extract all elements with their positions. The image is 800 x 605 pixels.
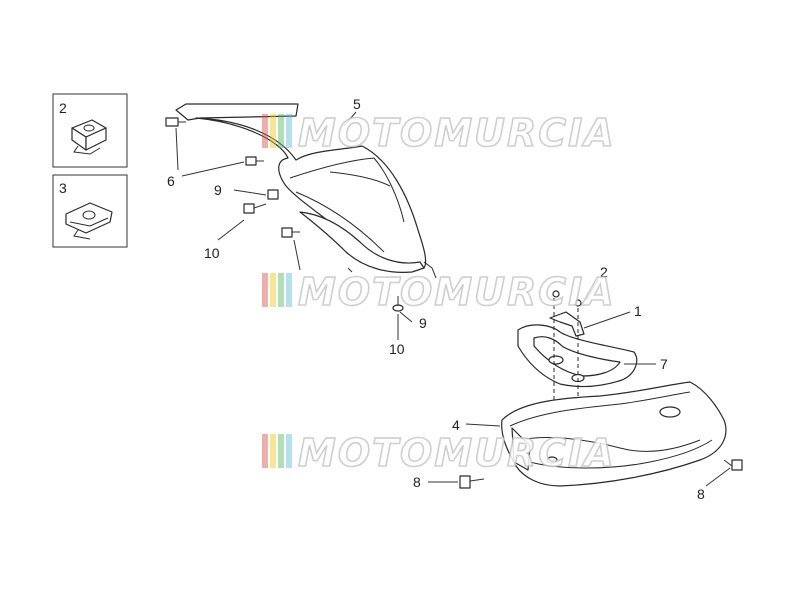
- clip-nut-icon: [65, 202, 113, 240]
- watermark-text: MOTOMURCIA: [298, 431, 616, 475]
- callout-5: 5: [353, 96, 361, 112]
- screw-6-top-icon: [165, 117, 186, 127]
- callout-10-upper: 10: [204, 245, 220, 261]
- callout-2: 2: [600, 264, 608, 280]
- screw-8-right-icon: [723, 459, 743, 471]
- callout-4: 4: [452, 417, 460, 433]
- watermark-text: MOTOMURCIA: [298, 111, 616, 155]
- shield-lower-lip: [299, 211, 425, 273]
- screw-lower-icon: [281, 227, 300, 238]
- watermark-text: MOTOMURCIA: [298, 270, 616, 314]
- bracket-1: [549, 311, 585, 337]
- inset-label-3: 3: [59, 180, 67, 196]
- screw-6-mid-icon: [245, 156, 264, 166]
- callout-10-lower: 10: [389, 341, 405, 357]
- callout-6: 6: [167, 173, 175, 189]
- nut-right-icon: [574, 299, 582, 307]
- callout-8-left: 8: [413, 474, 421, 490]
- spacer-9-icon: [267, 189, 279, 200]
- callout-numbers: 5 6 9 10 9 10 2 1 7 4 8 8: [167, 96, 705, 502]
- watermark-bottom: MOTOMURCIA: [262, 430, 616, 476]
- callout-9-upper: 9: [214, 182, 222, 198]
- inset-box-clip-nut: 3: [52, 174, 128, 248]
- watermark-top: MOTOMURCIA: [262, 110, 616, 156]
- footboard-assembly: [459, 290, 743, 489]
- nut-left-icon: [552, 290, 560, 298]
- screw-10-icon: [243, 203, 267, 214]
- callout-8-right: 8: [697, 486, 705, 502]
- top-bracket: [175, 103, 299, 121]
- bottom-bolt-icon: [392, 296, 404, 312]
- footboard-side-lip: [511, 427, 531, 471]
- screw-8-left-icon: [459, 475, 485, 489]
- spring-nut-icon: [71, 119, 107, 155]
- inset-box-spring-nut: 2: [52, 93, 128, 168]
- callout-7: 7: [660, 356, 668, 372]
- callout-9-lower: 9: [419, 315, 427, 331]
- front-shield-assembly: [165, 103, 437, 312]
- inset-label-2: 2: [59, 100, 67, 116]
- leader-lines: [175, 111, 731, 487]
- callout-1: 1: [634, 303, 642, 319]
- watermark-middle: MOTOMURCIA: [262, 269, 616, 315]
